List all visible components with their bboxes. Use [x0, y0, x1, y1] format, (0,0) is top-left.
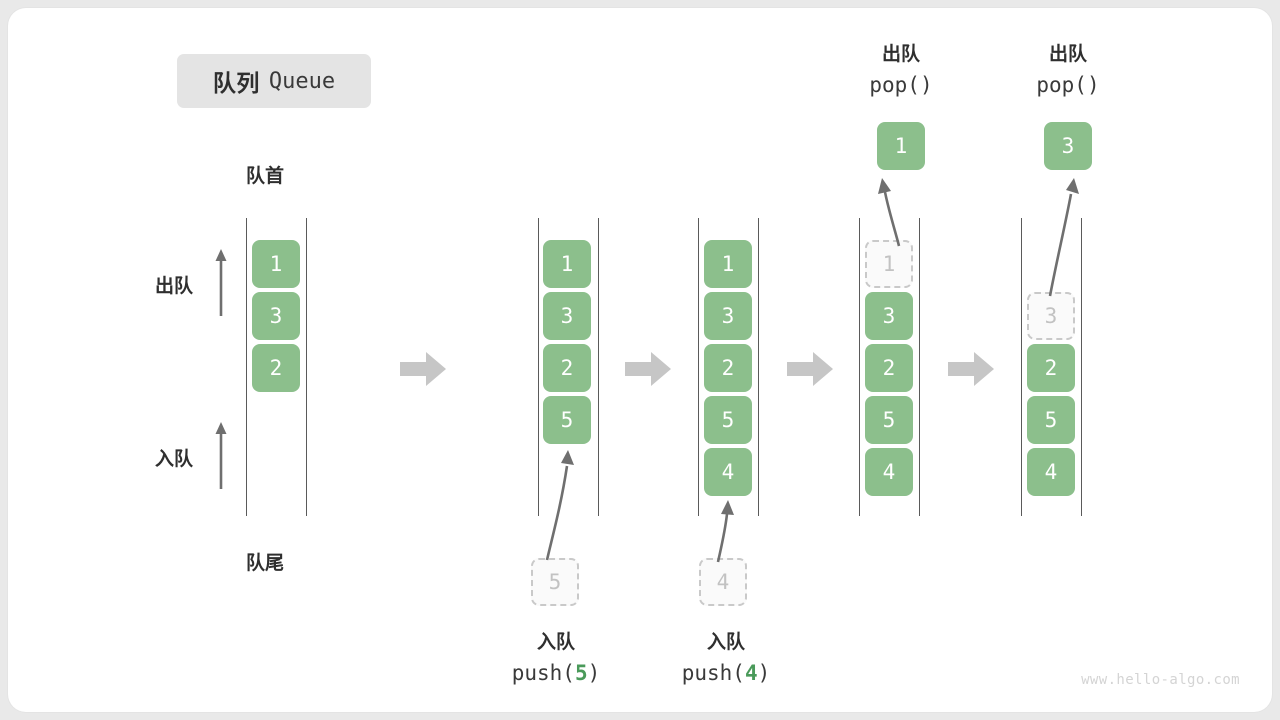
- title-en: Queue: [268, 68, 336, 94]
- caption-pop-3: 出队 pop(): [968, 40, 1168, 102]
- popped-ghost-cell: 3: [1027, 292, 1075, 340]
- incoming-ghost-cell: 4: [699, 558, 747, 606]
- rail-right: [1081, 218, 1082, 516]
- enqueue-direction-arrow-icon: [215, 422, 227, 489]
- rear-label: 队尾: [246, 553, 285, 574]
- watermark: www.hello-algo.com: [1081, 672, 1240, 688]
- caption-push-5: 入队 push(5): [456, 628, 656, 690]
- queue-cell: 2: [543, 344, 591, 392]
- dequeue-direction-arrow-icon: [215, 249, 227, 316]
- queue-cell: 1: [704, 240, 752, 288]
- caption-cn: 出队: [881, 44, 920, 65]
- push-motion-arrow-icon: [716, 500, 734, 563]
- queue-cell-new: 5: [543, 396, 591, 444]
- caption-pop-1: 出队 pop(): [801, 40, 1001, 102]
- queue-cell: 1: [252, 240, 300, 288]
- queue-cell: 5: [1027, 396, 1075, 444]
- queue-cell: 4: [865, 448, 913, 496]
- caption-cn: 入队: [536, 632, 575, 653]
- caption-cn: 入队: [706, 632, 745, 653]
- caption-cn: 出队: [1048, 44, 1087, 65]
- queue-cell: 5: [865, 396, 913, 444]
- queue-cell: 4: [1027, 448, 1075, 496]
- queue-cell: 2: [1027, 344, 1075, 392]
- queue-cell: 5: [704, 396, 752, 444]
- caption-code: push(5): [511, 661, 601, 686]
- queue-cell: 2: [865, 344, 913, 392]
- push-motion-arrow-icon: [545, 450, 574, 561]
- caption-push-4: 入队 push(4): [626, 628, 826, 690]
- rail-left: [246, 218, 247, 516]
- step-arrow-icon: [787, 352, 833, 386]
- queue-cell: 3: [704, 292, 752, 340]
- title-cn: 队列: [212, 70, 260, 96]
- pop-motion-arrow-icon: [1048, 178, 1079, 297]
- rail-left: [1021, 218, 1022, 516]
- caption-code: pop(): [869, 73, 933, 98]
- rail-left: [859, 218, 860, 516]
- dequeue-direction-label: 出队: [155, 276, 194, 297]
- popped-cell: 1: [877, 122, 925, 170]
- queue-cell: 1: [543, 240, 591, 288]
- step-arrow-icon: [948, 352, 994, 386]
- rail-right: [598, 218, 599, 516]
- title-badge: 队列 Queue: [177, 54, 371, 108]
- rail-left: [538, 218, 539, 516]
- diagram-canvas: 队列 Queue 队首 队尾 出队 入队 1 3 2 1 3 2 5 5: [8, 8, 1272, 712]
- rail-right: [306, 218, 307, 516]
- queue-cell-new: 4: [704, 448, 752, 496]
- step-arrow-icon: [625, 352, 671, 386]
- step-arrow-icon: [400, 352, 446, 386]
- rail-right: [758, 218, 759, 516]
- popped-cell: 3: [1044, 122, 1092, 170]
- caption-code: push(4): [681, 661, 771, 686]
- pop-motion-arrow-icon: [878, 178, 901, 247]
- popped-ghost-cell: 1: [865, 240, 913, 288]
- queue-cell: 2: [704, 344, 752, 392]
- queue-cell: 3: [543, 292, 591, 340]
- front-label: 队首: [246, 166, 285, 187]
- rail-right: [919, 218, 920, 516]
- caption-code: pop(): [1036, 73, 1100, 98]
- enqueue-direction-label: 入队: [155, 449, 194, 470]
- queue-cell: 3: [865, 292, 913, 340]
- queue-cell: 2: [252, 344, 300, 392]
- incoming-ghost-cell: 5: [531, 558, 579, 606]
- rail-left: [698, 218, 699, 516]
- queue-cell: 3: [252, 292, 300, 340]
